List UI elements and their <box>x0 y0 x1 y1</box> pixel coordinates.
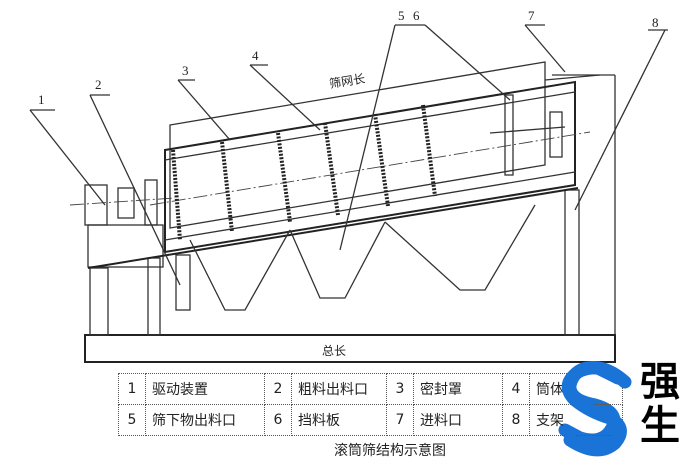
drum-body <box>164 80 576 254</box>
undersize-hopper <box>189 229 291 311</box>
feed-flange <box>549 111 563 158</box>
callout-8: 8 <box>652 15 659 30</box>
support-leg <box>89 267 109 336</box>
baffle-plate <box>504 94 514 176</box>
base-frame <box>84 334 616 363</box>
drum-centerline <box>149 131 591 206</box>
callout-1: 1 <box>38 92 45 107</box>
callout-5: 5 <box>398 8 405 23</box>
lower-frame <box>87 187 579 269</box>
drive-base <box>87 224 164 268</box>
undersize-hopper <box>384 204 536 291</box>
table-row: 5 筛下物出料口 6 挡料板 7 进料口 8 支架 <box>118 404 623 436</box>
callout-6: 6 <box>413 8 420 23</box>
coupling <box>144 179 158 226</box>
table-row: 1 驱动装置 2 粗料出料口 3 密封罩 4 筒体 <box>118 373 623 405</box>
callout-4: 4 <box>252 48 259 63</box>
callout-7: 7 <box>528 8 535 23</box>
diagram-caption: 滚筒筛结构示意图 <box>334 443 446 459</box>
sealing-cover <box>169 61 546 229</box>
motor <box>84 184 108 226</box>
screen-length-label: 筛网长 <box>328 71 366 91</box>
callout-leaders <box>29 24 668 286</box>
callout-3: 3 <box>182 63 189 78</box>
undersize-hopper <box>289 221 386 299</box>
legend-table: 1 驱动装置 2 粗料出料口 3 密封罩 4 筒体 5 筛下物出料口 6 挡料板… <box>118 373 623 436</box>
coarse-outlet <box>175 254 191 311</box>
total-length-label: 总长 <box>322 344 346 358</box>
logo-text: 强生 <box>640 359 680 449</box>
callout-2: 2 <box>95 77 102 92</box>
reducer <box>117 187 135 219</box>
support-leg <box>564 189 580 336</box>
support-leg <box>147 257 161 336</box>
